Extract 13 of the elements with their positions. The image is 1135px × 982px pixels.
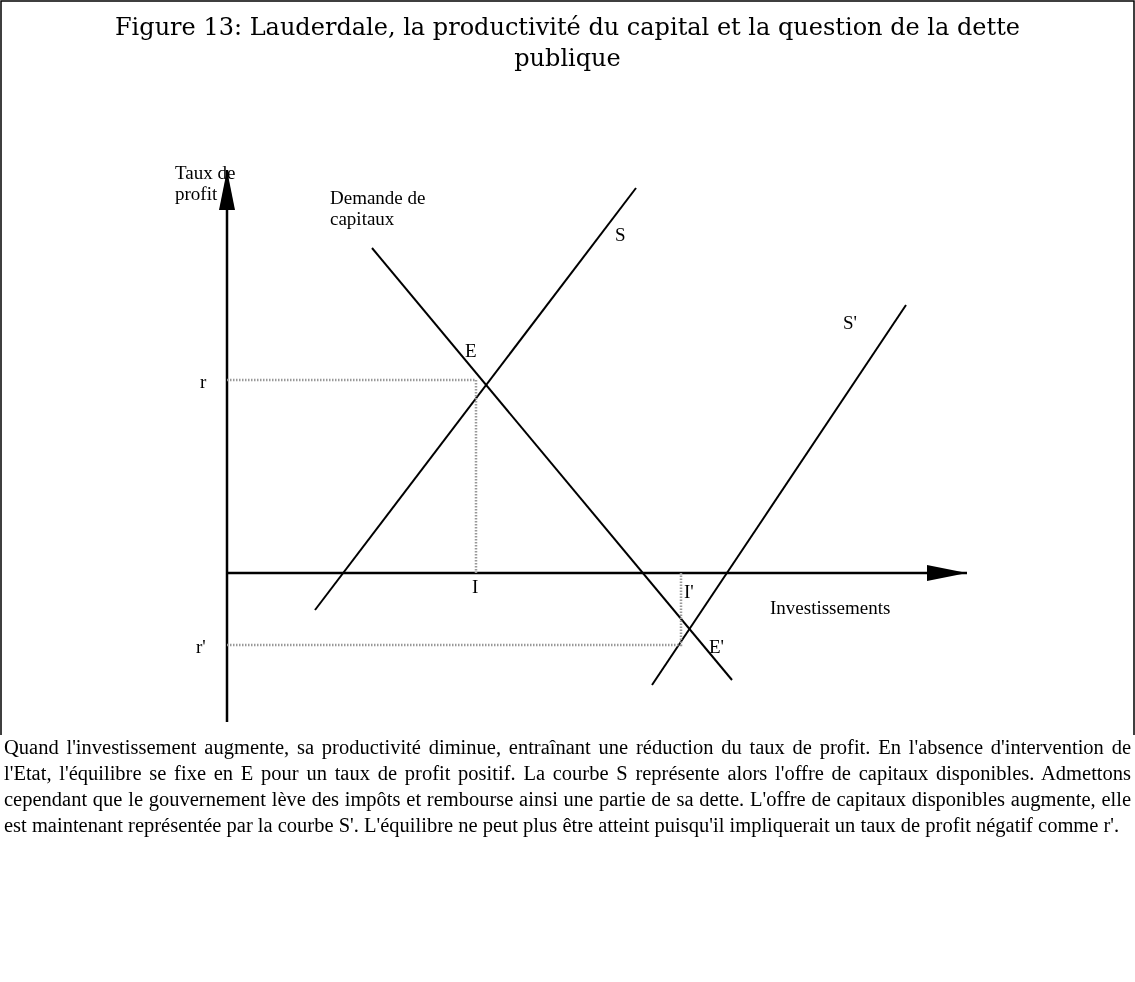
figure-title: Figure 13: Lauderdale, la productivité du capital et la question de la dette publique bbox=[113, 12, 1022, 74]
axis-value-label: r' bbox=[196, 636, 206, 657]
axis-label: Taux de profit bbox=[175, 162, 237, 204]
curve-label: Demande de capitaux bbox=[330, 187, 427, 229]
axis-value-label: I bbox=[472, 576, 479, 597]
axis-value-label: I' bbox=[684, 581, 694, 602]
point-label: E' bbox=[709, 636, 725, 657]
axis-value-label: r bbox=[200, 371, 207, 392]
caption-paragraph: Quand l'investissement augmente, sa productivité diminue, entraînant une réduction du taux de profit. En l'absence d'intervention de l'Etat, l'équilibre se fixe en E pour un taux de profit positif. La courbe S représente alors l'offre de capitaux disponibles. Admettons cependant que le gouvernement lève des impôts et rembourse ainsi une partie de sa dette. L'offre de capitaux disponibles augmente, elle est maintenant représentée par la courbe S'. L'équilibre ne peut plus être atteint puisqu'il impliquerait un taux de profit négatif comme r'. bbox=[4, 735, 1131, 838]
axis-label: Investissements bbox=[770, 597, 891, 618]
point-label: E bbox=[465, 340, 477, 361]
curve-label: S' bbox=[843, 312, 857, 333]
curve-label: S bbox=[615, 224, 626, 245]
